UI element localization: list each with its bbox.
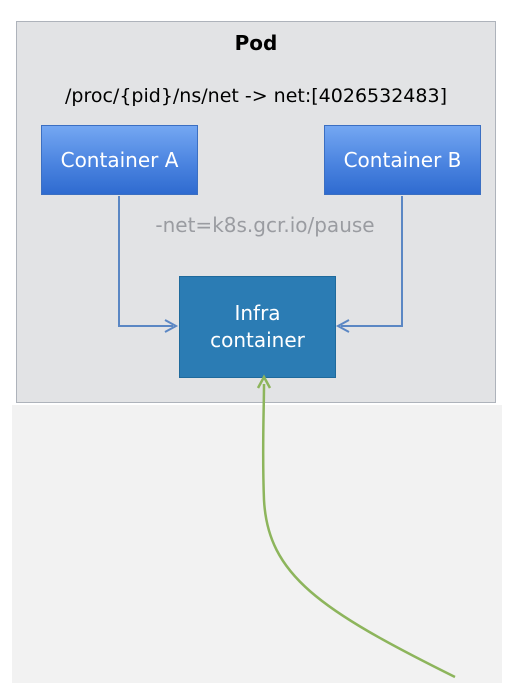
container-b-box: Container B	[324, 125, 481, 195]
container-b-label: Container B	[343, 148, 462, 172]
arrow-container-b-to-infra	[341, 196, 403, 327]
pod-title: Pod	[234, 31, 278, 55]
arrow-container-a-to-infra	[118, 196, 173, 327]
infra-label-line2: container	[210, 328, 305, 352]
infra-label-line1: Infra	[234, 301, 281, 325]
container-a-box: Container A	[41, 125, 198, 195]
infra-container-box: Infra container	[179, 276, 336, 378]
container-a-label: Container A	[60, 148, 179, 172]
net-flag-label: -net=k8s.gcr.io/pause	[155, 213, 375, 237]
host-area	[12, 405, 502, 683]
external-connection-curve	[261, 383, 456, 679]
arrowhead-green-icon	[256, 374, 272, 389]
netns-path-label: /proc/{pid}/ns/net -> net:[4026532483]	[65, 85, 447, 107]
arrowhead-a-icon	[164, 319, 179, 333]
arrowhead-b-icon	[335, 319, 350, 333]
